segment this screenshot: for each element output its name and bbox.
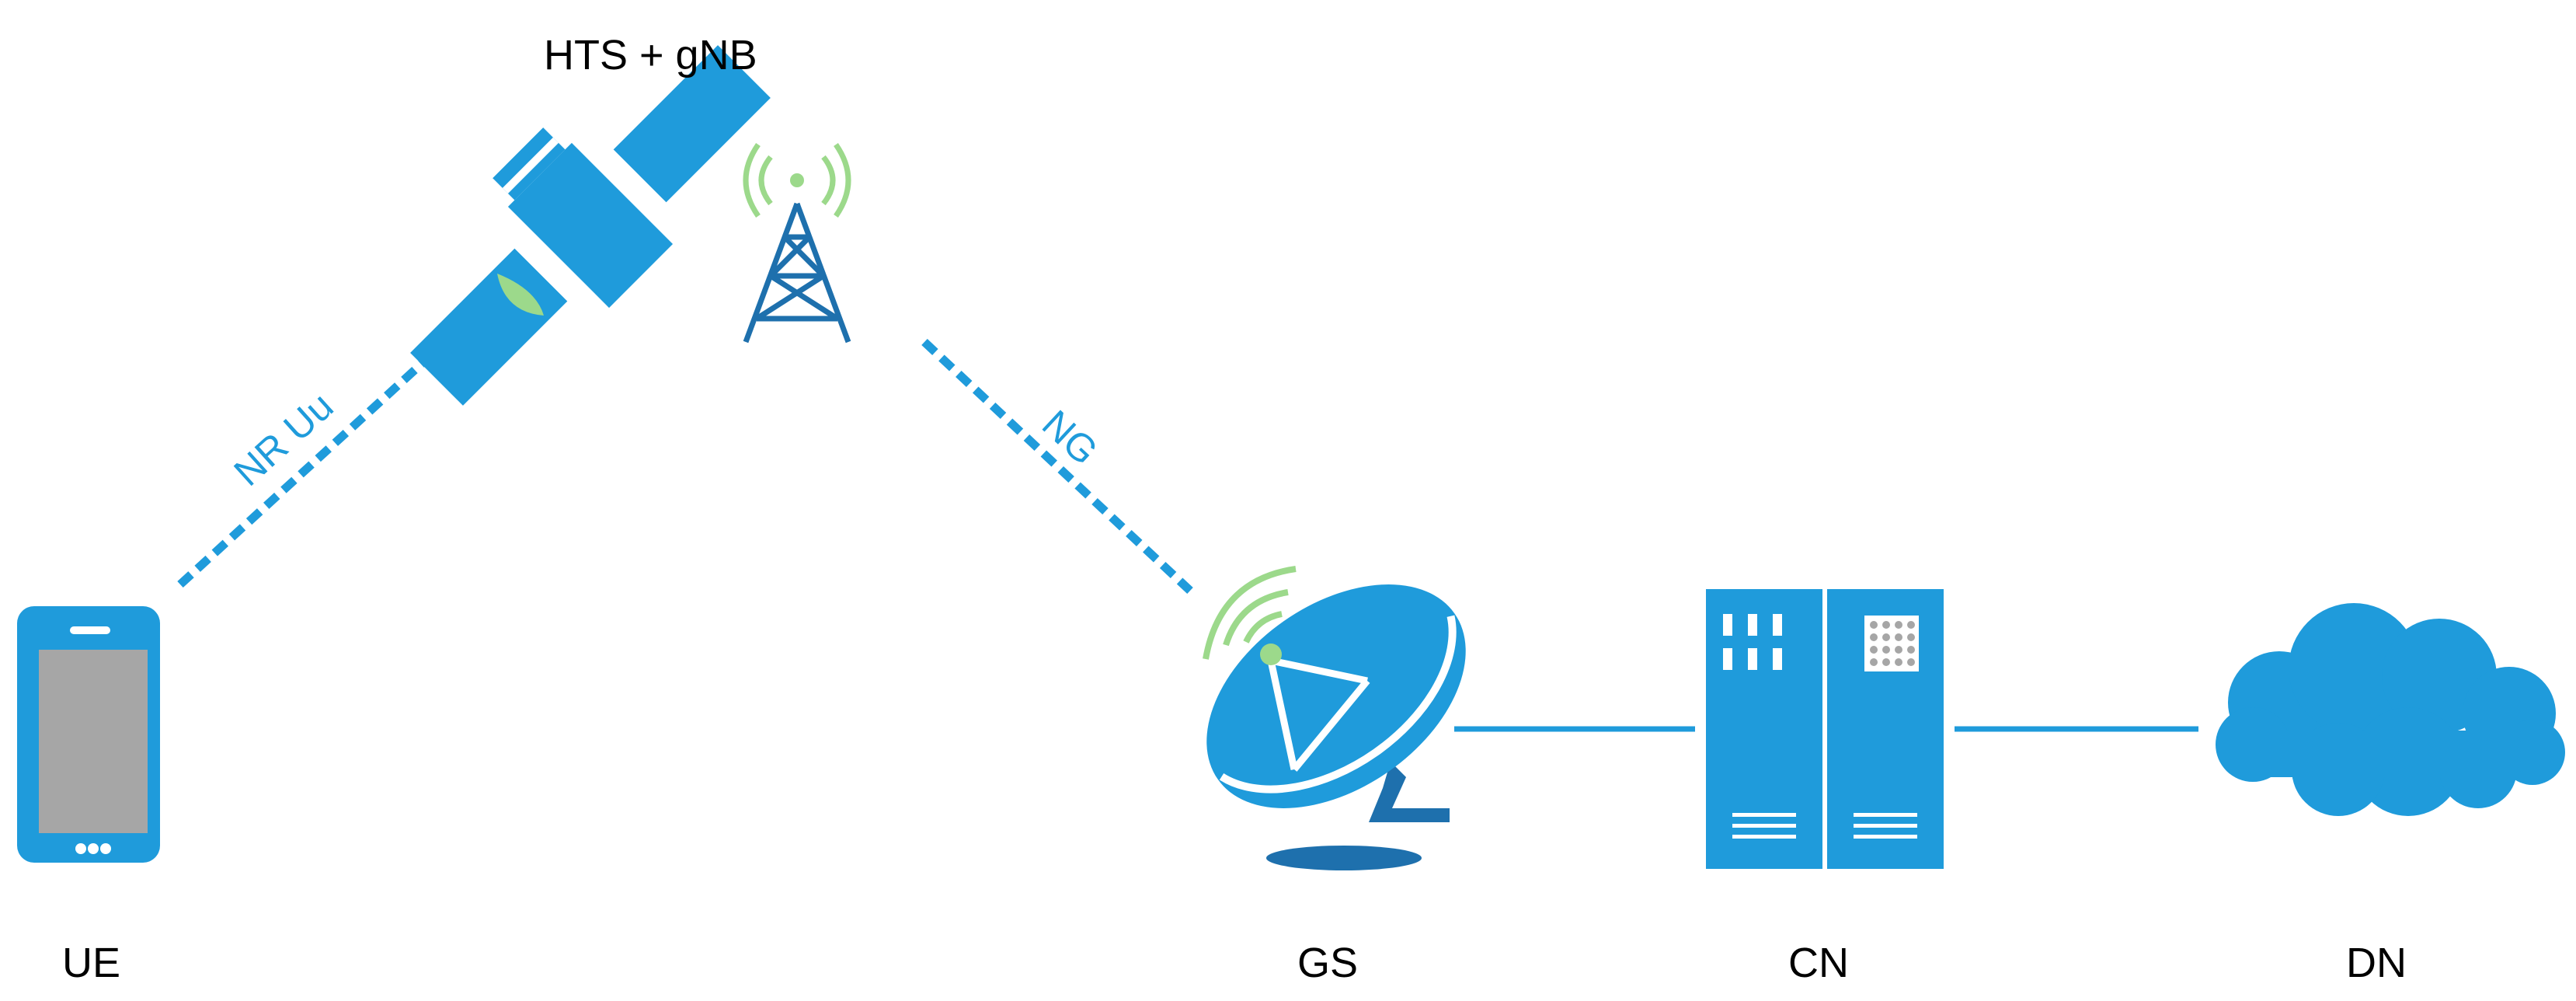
link-ng <box>921 338 1193 595</box>
cell-tower-icon <box>743 143 851 344</box>
cn-label: CN <box>1788 940 1849 986</box>
cloud-icon <box>2216 603 2565 816</box>
satellite-label: HTS + gNB <box>544 32 757 78</box>
smartphone-icon <box>17 606 160 863</box>
gs-label: GS <box>1297 940 1359 986</box>
dn-label: DN <box>2346 940 2407 986</box>
satellite-icon <box>410 45 771 406</box>
server-rack-icon <box>1706 589 1944 869</box>
satellite-dish-icon <box>1203 566 1466 870</box>
ue-label: UE <box>62 940 121 986</box>
link-nr-uu <box>177 333 454 588</box>
